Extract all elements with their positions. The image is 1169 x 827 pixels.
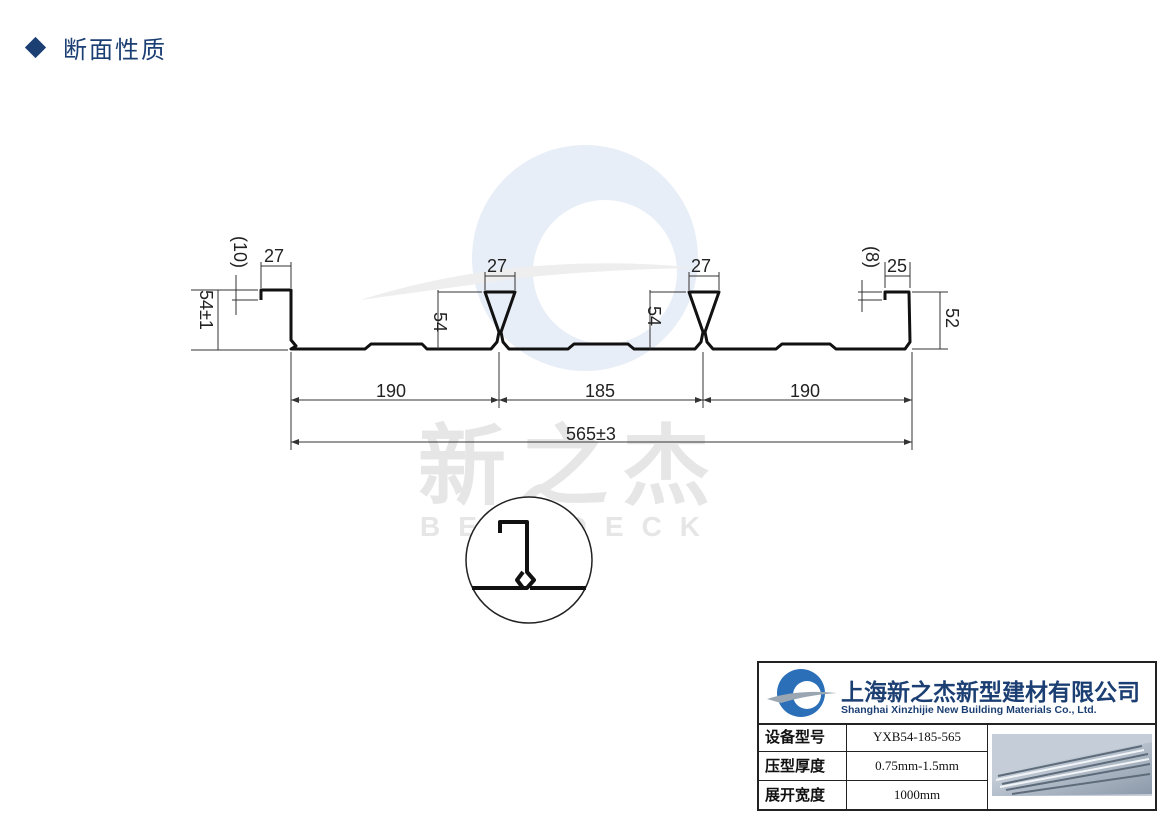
- dim-height-mid-2: 54: [644, 306, 664, 326]
- spec-value: 1000mm: [893, 787, 941, 802]
- dim-total-width: 565±3: [566, 424, 616, 444]
- dim-height-left: 54±1: [196, 290, 216, 330]
- company-brand: 上海新之杰新型建材有限公司 Shanghai Xinzhijie New Bui…: [759, 663, 1155, 725]
- spec-row: 压型厚度 0.75mm-1.5mm: [759, 752, 987, 781]
- spec-row: 设备型号 YXB54-185-565: [759, 723, 987, 752]
- company-info-box: 上海新之杰新型建材有限公司 Shanghai Xinzhijie New Bui…: [757, 661, 1157, 811]
- spec-row: 展开宽度 1000mm: [759, 781, 987, 809]
- dimension-lines: [191, 262, 948, 450]
- spec-label: 设备型号: [759, 723, 847, 751]
- dim-lip-left: (10): [230, 236, 250, 268]
- dim-rib-mid-1: 27: [487, 256, 507, 276]
- dim-height-right: 52: [942, 308, 962, 328]
- deck-profile: [259, 288, 912, 351]
- dim-rib-right: 25: [887, 256, 907, 276]
- photo-cell: [987, 723, 1156, 809]
- dim-lip-right: (8): [862, 246, 882, 268]
- watermark-cn: 新之杰: [418, 415, 724, 518]
- dim-width-1: 190: [376, 381, 406, 401]
- deck-photo: [992, 734, 1152, 796]
- dim-width-2: 185: [585, 381, 615, 401]
- section-title: 断面性质: [63, 36, 167, 64]
- dim-rib-left: 27: [264, 246, 284, 266]
- company-name-cn: 上海新之杰新型建材有限公司: [841, 680, 1140, 706]
- section-header: 断面性质: [24, 30, 167, 65]
- watermark-logo: [360, 145, 700, 371]
- dim-width-3: 190: [790, 381, 820, 401]
- spec-value: 0.75mm-1.5mm: [875, 758, 959, 773]
- dimension-arrows: [291, 397, 912, 445]
- dim-rib-mid-2: 27: [691, 256, 711, 276]
- company-logo-icon: [767, 669, 837, 717]
- company-name-en: Shanghai Xinzhijie New Building Material…: [841, 704, 1097, 716]
- dim-height-mid-1: 54: [430, 312, 450, 332]
- spec-value: YXB54-185-565: [872, 729, 962, 744]
- spec-label: 压型厚度: [759, 752, 847, 780]
- detail-view: [465, 496, 593, 624]
- spec-label: 展开宽度: [759, 781, 847, 809]
